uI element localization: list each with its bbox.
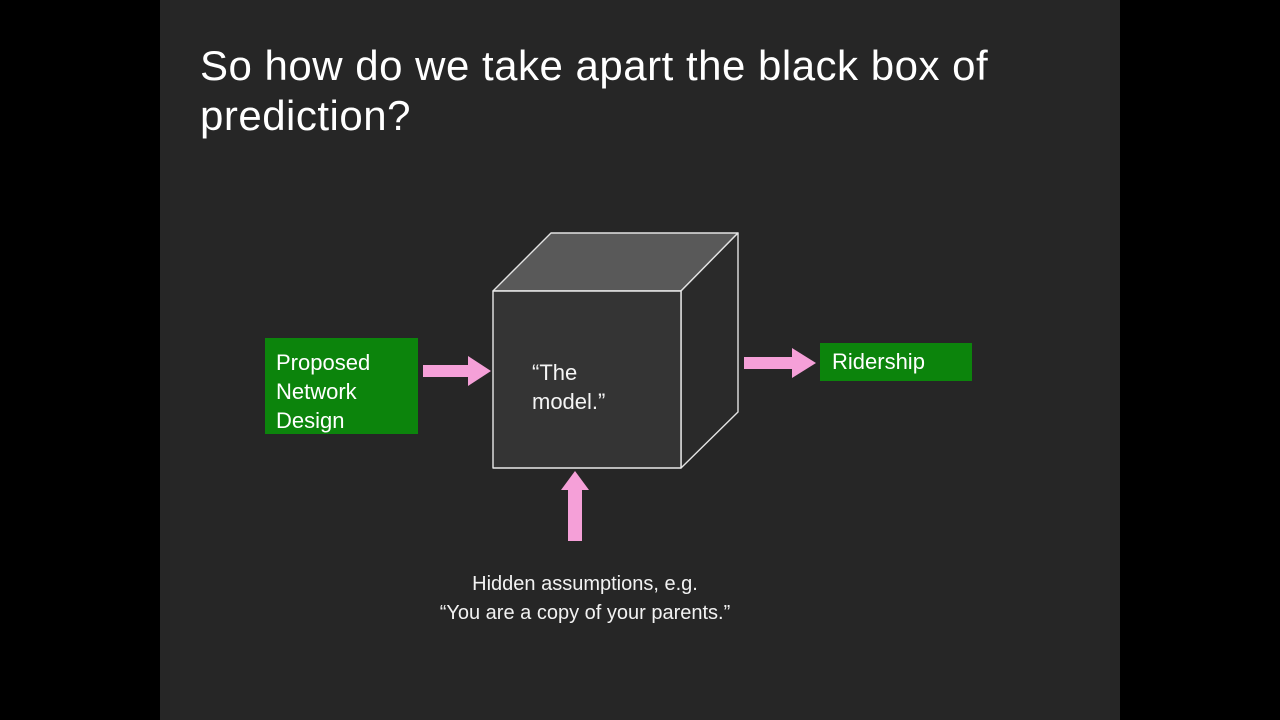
hidden-assumptions-caption: Hidden assumptions, e.g. “You are a copy…	[439, 573, 731, 624]
arrow-right-output-icon	[744, 348, 816, 378]
arrow-right-input-icon	[423, 356, 491, 386]
black-box-label: “The model.”	[532, 360, 606, 414]
output-node-ridership: Ridership	[820, 343, 972, 381]
arrow-up-assumptions-icon	[561, 471, 589, 541]
diagram-graphics	[423, 232, 816, 541]
cube-front-face	[492, 290, 682, 469]
black-box-cube	[492, 232, 739, 469]
input-node-proposed-network-design: Proposed Network Design	[265, 338, 418, 434]
slide: So how do we take apart the black box of…	[160, 0, 1120, 720]
slide-title: So how do we take apart the black box of…	[200, 42, 989, 139]
